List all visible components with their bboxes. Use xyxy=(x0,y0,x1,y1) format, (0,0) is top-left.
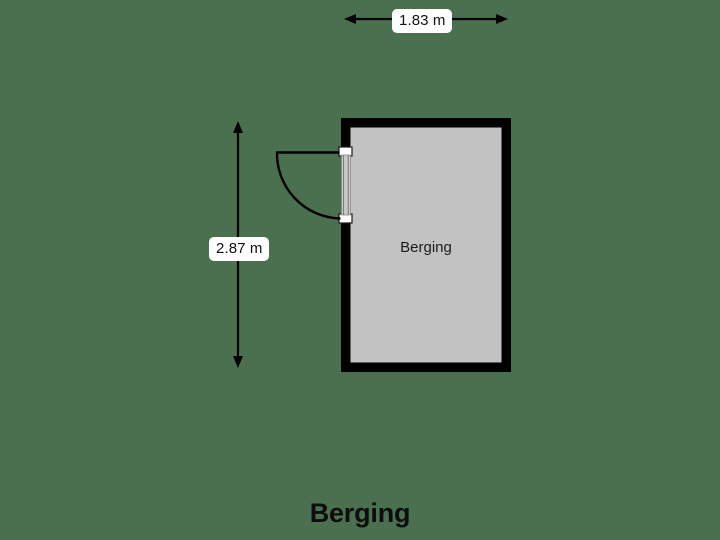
plan-title: Berging xyxy=(309,498,411,528)
room-label-berging: Berging xyxy=(400,239,452,256)
room-floor-berging xyxy=(350,127,502,363)
dimension-label-width: 1.83 m xyxy=(392,9,453,33)
dimension-label-height: 2.87 m xyxy=(209,237,270,261)
door-leaf-panel xyxy=(341,154,351,216)
door-swing-arc xyxy=(275,151,341,220)
